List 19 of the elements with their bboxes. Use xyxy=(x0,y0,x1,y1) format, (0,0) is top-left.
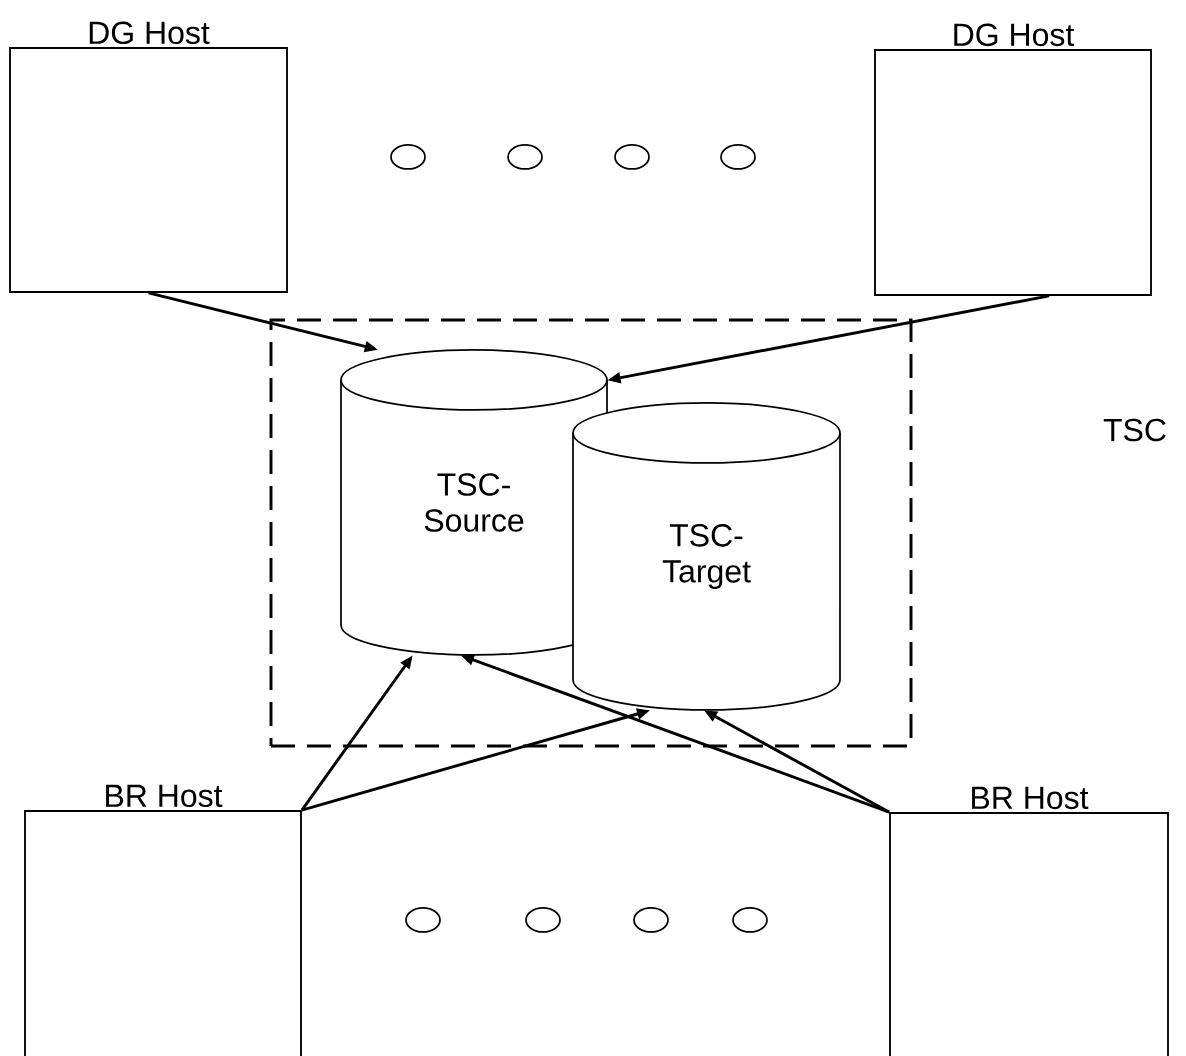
ellipsis-dot xyxy=(614,144,650,170)
ellipsis-dot xyxy=(633,907,669,933)
dashed-group-box xyxy=(269,318,913,748)
host-box: BR Host xyxy=(889,786,1169,1056)
ellipsis-dot xyxy=(390,144,426,170)
group-label: TSC xyxy=(1103,418,1166,442)
host-box: DG Host xyxy=(9,21,288,293)
ellipsis-dot xyxy=(507,144,543,170)
node-label: DG Host xyxy=(954,23,1075,47)
node-label: BR Host xyxy=(106,784,223,808)
host-box: DG Host xyxy=(874,23,1152,296)
ellipsis-dot xyxy=(732,907,768,933)
ellipsis-dot xyxy=(720,144,756,170)
ellipsis-dot xyxy=(405,907,441,933)
host-box: BR Host xyxy=(24,784,302,1056)
node-label: DG Host xyxy=(89,21,210,45)
node-label: BR Host xyxy=(972,786,1089,810)
database-cylinder: TSC- Target xyxy=(572,402,841,711)
ellipsis-dot xyxy=(525,907,561,933)
